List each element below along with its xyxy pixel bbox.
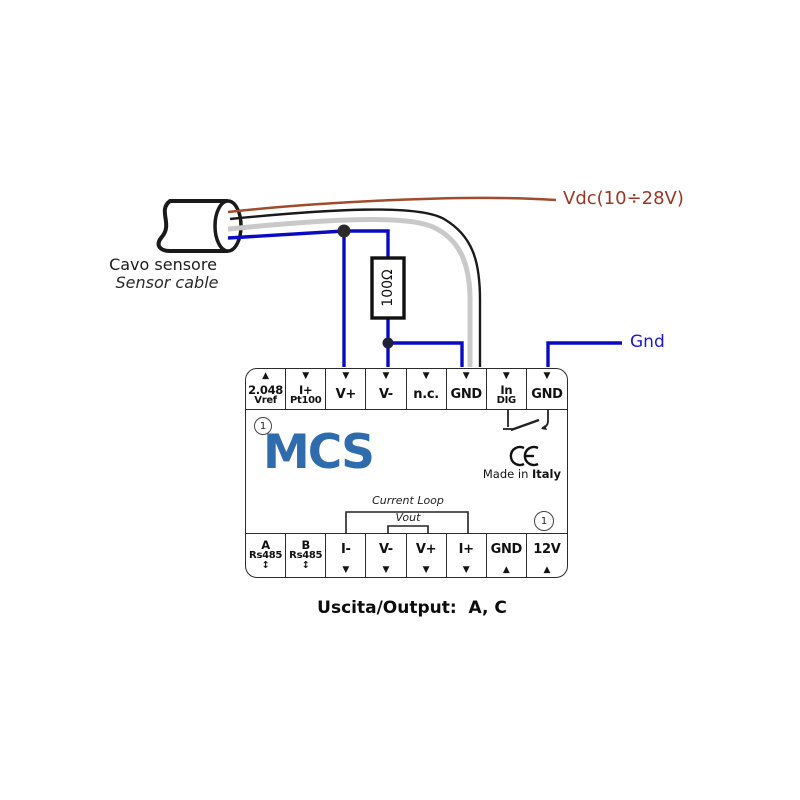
bidirectional-icon: ↕	[261, 560, 270, 572]
terminal-vplus-out: V+ ▼	[407, 534, 447, 577]
arrow-down-icon: ▼	[382, 565, 390, 575]
terminal-iplus-pt100: ▼ I+Pt100	[286, 369, 327, 409]
arrow-down-icon: ▼	[462, 565, 470, 575]
blue-wire-to-gnd	[388, 341, 464, 367]
made-in-italy-label: Made in Italy	[482, 467, 561, 481]
arrow-up-icon: ▲	[543, 565, 551, 575]
junction-dot	[337, 224, 351, 238]
terminal-gnd-bottom: GND ▲	[487, 534, 527, 577]
arrow-down-icon: ▼	[342, 565, 350, 575]
blue-wire-to-resistor	[344, 229, 390, 258]
arrow-down-icon: ▼	[422, 371, 430, 381]
cable-connector-face	[213, 199, 243, 253]
arrow-up-icon: ▲	[262, 371, 270, 381]
resistor-100ohm	[370, 256, 406, 320]
arrow-down-icon: ▼	[462, 371, 470, 381]
terminal-gnd-top-2: ▼ GND	[531, 371, 563, 403]
junction-dot	[382, 337, 394, 349]
arrow-down-icon: ▼	[543, 371, 551, 381]
terminal-vminus-out: V- ▼	[366, 534, 407, 577]
cable-label-italian: Cavo sensore	[109, 255, 217, 274]
current-loop-label: Current Loop	[372, 494, 444, 507]
gray-wire	[227, 216, 473, 367]
black-wire	[229, 208, 482, 367]
terminal-iplus-out: I+ ▼	[447, 534, 487, 577]
mcs-logo: MCS	[263, 425, 375, 480]
terminal-vplus: ▼ V+	[326, 369, 367, 409]
blue-wire-gnd-out	[546, 341, 622, 367]
cable-label-english: Sensor cable	[115, 273, 219, 292]
arrow-down-icon: ▼	[422, 565, 430, 575]
blue-wire-from-cable	[227, 229, 345, 240]
vout-label: Vout	[395, 511, 421, 524]
brown-wire	[227, 196, 557, 214]
note-1-circle-bottom: 1	[534, 511, 554, 531]
terminal-12v: 12V ▲	[533, 541, 561, 575]
arrow-down-icon: ▼	[302, 371, 310, 381]
arrow-down-icon: ▼	[502, 371, 510, 381]
gnd-label: Gnd	[630, 332, 665, 352]
resistor-label: 100Ω	[380, 269, 396, 307]
terminal-gnd-top: ▼ GND	[447, 369, 487, 409]
terminal-iminus-out: I- ▼	[326, 534, 367, 577]
vdc-supply-label: Vdc(10÷28V)	[563, 188, 684, 209]
arrow-down-icon: ▼	[382, 371, 390, 381]
terminal-vminus: ▼ V-	[366, 369, 407, 409]
arrow-up-icon: ▲	[502, 565, 510, 575]
terminal-nc: ▼ n.c.	[407, 369, 447, 409]
cable-connector-body	[156, 199, 228, 253]
bidirectional-icon: ↕	[301, 560, 310, 572]
arrow-down-icon: ▼	[342, 371, 350, 381]
output-label: Uscita/Output: A, C	[317, 598, 507, 618]
note-1-circle-top: 1	[254, 417, 272, 435]
